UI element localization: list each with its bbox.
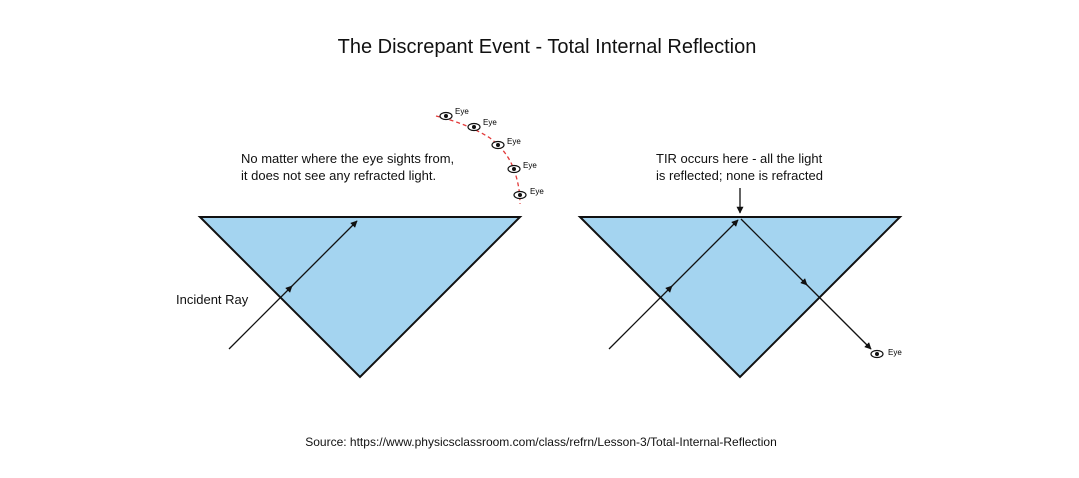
eye-path bbox=[435, 115, 521, 205]
eye-icon bbox=[507, 164, 521, 174]
eye-icon bbox=[513, 190, 527, 200]
eye-label: Eye bbox=[483, 118, 497, 127]
right-panel-note: TIR occurs here - all the light is refle… bbox=[656, 150, 823, 184]
eye-icon bbox=[870, 349, 884, 359]
reflected-ray-inside bbox=[740, 218, 808, 286]
eye-label: Eye bbox=[888, 348, 902, 357]
left-panel-note: No matter where the eye sights from, it … bbox=[241, 150, 454, 184]
left-note-line2: it does not see any refracted light. bbox=[241, 168, 437, 183]
right-note-line1: TIR occurs here - all the light bbox=[656, 151, 823, 166]
eye-icon bbox=[491, 140, 505, 150]
right-note-line2: is reflected; none is refracted bbox=[656, 168, 823, 183]
left-note-line1: No matter where the eye sights from, bbox=[241, 151, 455, 166]
eye-icon bbox=[467, 122, 481, 132]
left-prism bbox=[197, 216, 523, 379]
eye-label: Eye bbox=[523, 161, 537, 170]
left-ray-inside bbox=[289, 220, 358, 289]
page-title: The Discrepant Event - Total Internal Re… bbox=[337, 36, 757, 58]
source-credit: Source: https://www.physicsclassroom.com… bbox=[305, 435, 777, 449]
reflected-ray-outside bbox=[804, 282, 872, 350]
left-incident-ray-outside bbox=[228, 285, 293, 350]
eye-icon bbox=[439, 111, 453, 121]
eye-label: Eye bbox=[507, 137, 521, 146]
incident-ray-label: Incident Ray bbox=[176, 292, 249, 307]
right-prism bbox=[577, 216, 903, 379]
eye-label: Eye bbox=[455, 107, 469, 116]
right-incident-ray-outside bbox=[608, 285, 673, 350]
right-ray-inside bbox=[669, 219, 739, 289]
eye-label: Eye bbox=[530, 187, 544, 196]
